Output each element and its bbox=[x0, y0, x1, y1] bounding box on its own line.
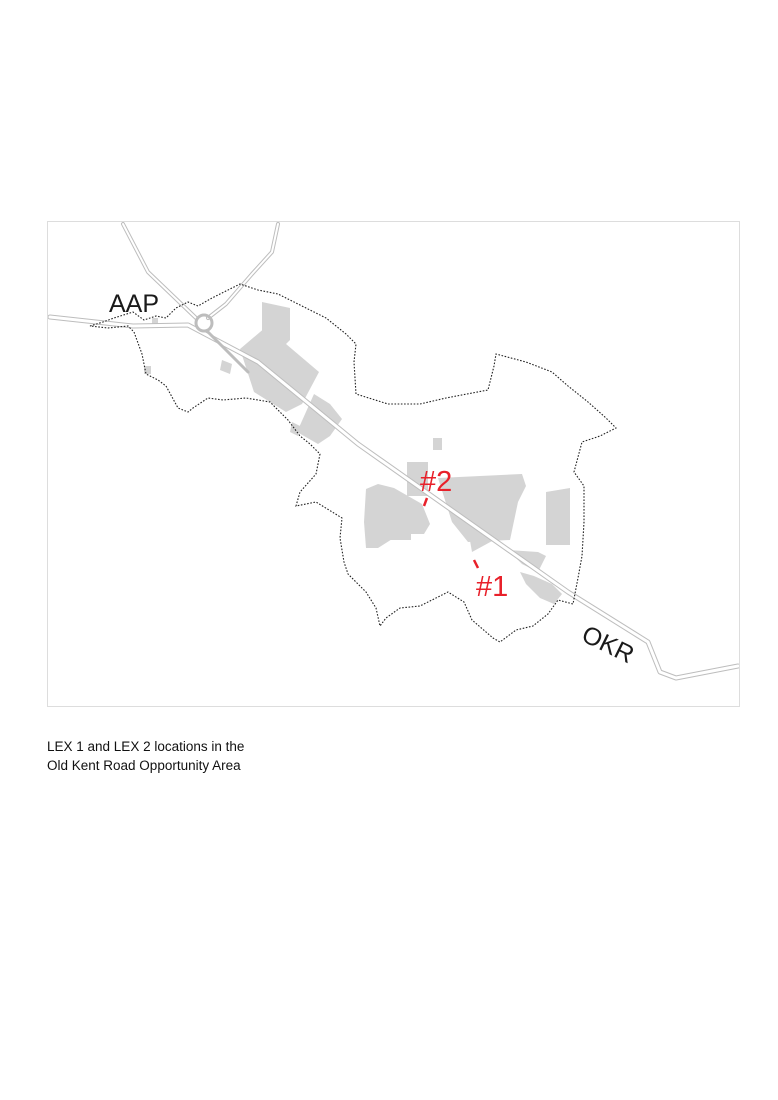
map-caption: LEX 1 and LEX 2 locations in the Old Ken… bbox=[47, 737, 447, 775]
roads-layer bbox=[48, 222, 739, 681]
roundabout bbox=[194, 313, 214, 333]
building bbox=[240, 327, 319, 412]
opportunity-area-boundary bbox=[89, 283, 617, 643]
building bbox=[220, 360, 232, 374]
building bbox=[438, 474, 526, 542]
caption-line-2: Old Kent Road Opportunity Area bbox=[47, 758, 241, 773]
map-frame: AAP OKR #2 #1 bbox=[47, 221, 740, 707]
aap-label: AAP bbox=[109, 290, 159, 318]
building bbox=[520, 572, 562, 604]
building bbox=[433, 438, 442, 450]
caption-line-1: LEX 1 and LEX 2 locations in the bbox=[47, 739, 245, 754]
building bbox=[297, 394, 342, 444]
site-1-label: #1 bbox=[476, 571, 508, 603]
buildings-layer bbox=[144, 302, 570, 604]
building bbox=[546, 488, 570, 545]
lex-markers bbox=[422, 497, 480, 569]
site-2-marker bbox=[422, 497, 429, 507]
site-2-label: #2 bbox=[420, 466, 452, 498]
building bbox=[364, 484, 430, 548]
side-road bbox=[206, 330, 250, 374]
building bbox=[385, 525, 411, 540]
opportunity-area-map: AAP OKR #2 #1 bbox=[48, 222, 739, 681]
site-1-marker bbox=[472, 559, 480, 569]
